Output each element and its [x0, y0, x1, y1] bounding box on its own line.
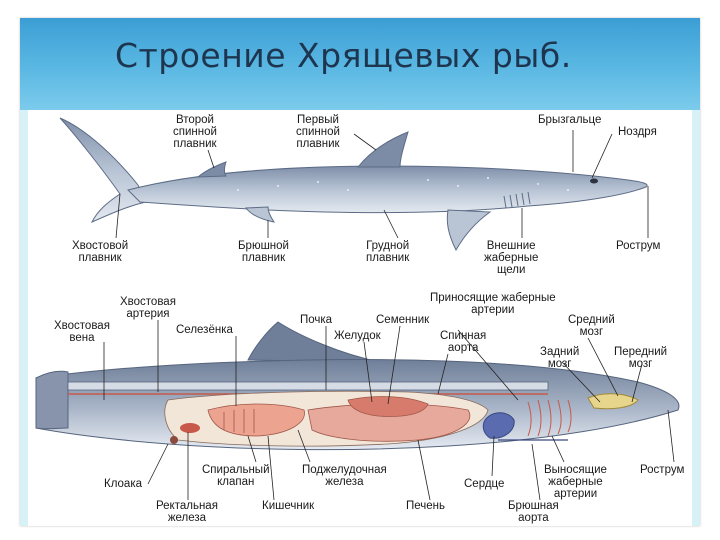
label-cloaca: Клоака [104, 478, 143, 490]
shark-diagram [35, 117, 680, 501]
label-liver: Печень [406, 500, 446, 512]
label-spiracle: Брызгальце [538, 114, 602, 126]
label-pelvic-fin: Брюшной плавник [238, 240, 289, 264]
shark-anatomy-figure: Второй спинной плавник Первый спинной пл… [28, 110, 692, 526]
slide-title: Строение Хрящевых рыб. [115, 36, 572, 75]
label-second-dorsal-fin: Второй спинной плавник [173, 114, 217, 150]
first-dorsal-fin-shape [356, 131, 409, 168]
external-leader-lines [115, 130, 649, 239]
second-dorsal-fin-shape [196, 161, 227, 178]
label-spiral-valve: Спиральный клапан [202, 464, 270, 488]
label-ventral-aorta: Брюшная аорта [508, 500, 559, 524]
label-external-gill-slits: Внешние жаберные щели [484, 240, 539, 276]
internal-tail-shape [35, 370, 69, 430]
label-pectoral-fin: Грудной плавник [366, 240, 410, 264]
intestine-shape [207, 403, 305, 437]
label-spleen: Селезёнка [176, 324, 233, 336]
external-shark [59, 117, 649, 252]
label-stomach: Желудок [334, 330, 381, 342]
vertebral-column-shape [67, 381, 549, 391]
label-kidney: Почка [300, 314, 333, 326]
pelvic-fin-shape [245, 206, 276, 223]
label-efferent-gill-arteries: Выносящие жаберные артерии [544, 464, 607, 500]
label-testis: Семенник [376, 314, 430, 326]
gill-slits-shape [503, 191, 531, 209]
label-caudal-vein: Хвостовая вена [54, 320, 110, 344]
label-hindbrain: Задний мозг [540, 346, 580, 370]
cloaca-shape [170, 436, 178, 444]
spiral-valve-shape [223, 409, 255, 433]
label-heart: Сердце [464, 478, 505, 490]
title-bar [20, 18, 700, 110]
label-dorsal-aorta: Спинная аорта [440, 330, 487, 354]
label-caudal-artery: Хвостовая артерия [120, 296, 176, 320]
label-nostril: Ноздря [618, 126, 657, 138]
heart-shape [482, 412, 515, 439]
label-midbrain: Средний мозг [568, 314, 615, 338]
label-afferent-gill-arteries: Приносящие жаберные артерии [430, 292, 556, 316]
gill-arches-shape [527, 399, 572, 437]
label-rostrum-top: Рострум [616, 240, 661, 252]
stomach-shape [347, 396, 429, 417]
label-intestine: Кишечник [262, 500, 315, 512]
label-caudal-fin: Хвостовой плавник [72, 240, 129, 264]
brain-shape [587, 393, 639, 410]
internal-shark [35, 320, 680, 501]
label-forebrain: Передний мозг [614, 346, 668, 370]
skin-spots [237, 177, 569, 191]
internal-leader-lines [103, 320, 675, 501]
caudal-fin-shape [59, 117, 147, 224]
internal-dorsal-fin-shape [247, 321, 381, 363]
eye-shape [590, 178, 598, 184]
label-rostrum-bottom: Рострум [640, 464, 685, 476]
pectoral-fin-shape [446, 209, 492, 252]
label-pancreas: Поджелудочная железа [302, 464, 387, 488]
label-rectal-gland: Ректальная железа [156, 500, 218, 524]
label-first-dorsal-fin: Первый спинной плавник [296, 114, 340, 150]
rectal-gland-shape [180, 423, 200, 433]
